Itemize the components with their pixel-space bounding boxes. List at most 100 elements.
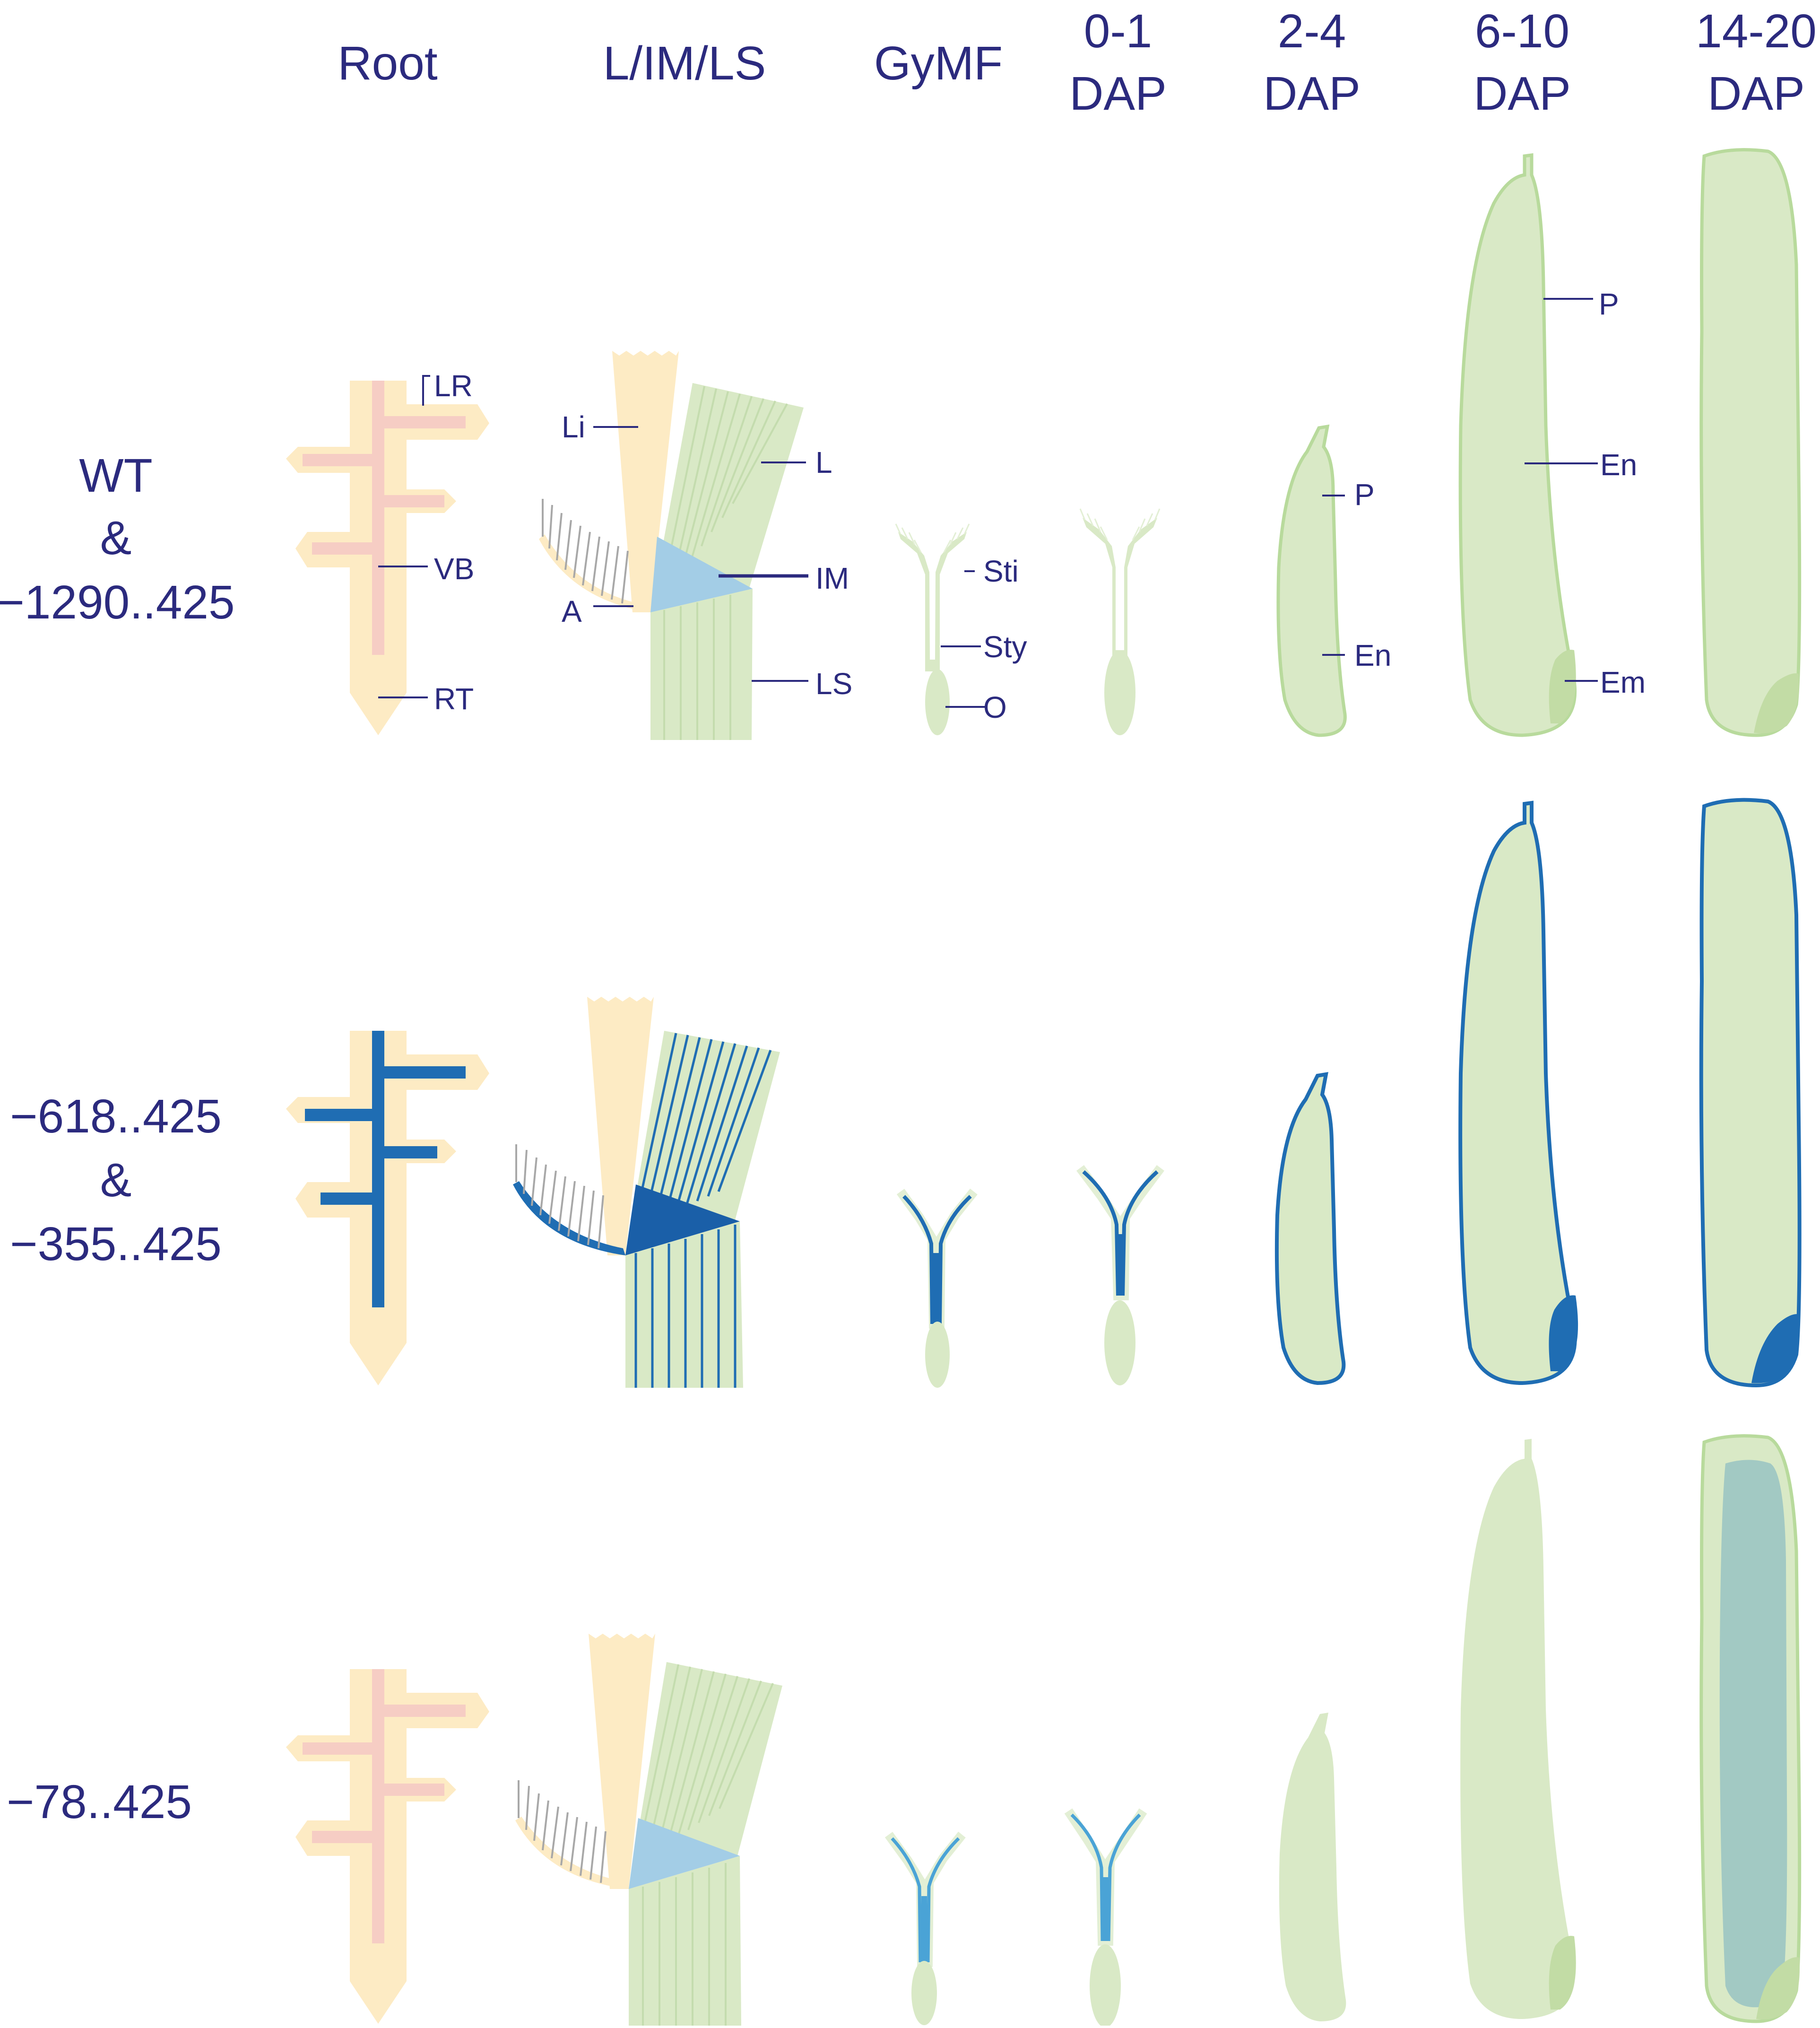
embryo (1549, 650, 1576, 723)
dap14-20-row3 (1699, 1434, 1802, 2023)
embryo-gus (1751, 1314, 1800, 1384)
sheath-veins (642, 1863, 727, 2026)
root-vascular-bundle (303, 381, 466, 655)
ovary (1090, 1944, 1121, 2028)
root-leader-lines (378, 375, 430, 698)
root-body (286, 1031, 489, 1385)
stigma-feathers (1079, 508, 1161, 540)
root-row3 (286, 1669, 489, 2024)
label-endosperm: En (1600, 448, 1637, 482)
root-annotations: LR VB RT (434, 369, 474, 716)
ovary (1104, 650, 1135, 735)
stigma-feathers (895, 523, 970, 553)
gymf-leader-lines (941, 570, 986, 708)
ligule (587, 997, 654, 1255)
dap2-4-row3 (1279, 1713, 1346, 2021)
row-label-618-line3: −355..425 (10, 1218, 222, 1271)
header-6-10-dap: DAP (1473, 67, 1571, 120)
seed-annotations: P En Em (1599, 287, 1646, 699)
dap14-20-row1 (1699, 148, 1802, 737)
auricle (539, 534, 650, 612)
dap2-4-row2 (1274, 1072, 1346, 1385)
label-endosperm: En (1354, 638, 1391, 672)
seed-outline-gus (1274, 1072, 1346, 1385)
header-flower: GyMF (874, 37, 1003, 90)
embryo (1756, 1957, 1800, 2019)
label-pericarp: P (1599, 287, 1619, 321)
dap6-10-row2 (1458, 801, 1578, 1385)
label-rt: RT (434, 682, 474, 716)
label-ls: LS (815, 667, 852, 701)
header-0-1: 0-1 (1084, 5, 1153, 58)
ovary (911, 1961, 937, 2025)
dap0-1-row1 (1079, 508, 1161, 735)
ligule (589, 1634, 655, 1889)
dap2-4-row1: P En (1276, 424, 1391, 737)
ligule (612, 351, 679, 612)
auricle-hairs (542, 499, 629, 604)
leaf-junction-row1: Li L IM A LS (539, 351, 852, 740)
seed-leader-lines (1525, 298, 1598, 682)
auricle-hairs (515, 1144, 604, 1249)
dap0-1-row2 (1076, 1165, 1164, 1385)
row-label-618-line1: −618..425 (10, 1090, 222, 1143)
dap6-10-row1: P En Em (1458, 153, 1646, 737)
root-row2 (286, 1031, 489, 1385)
leaf-sheath (629, 1856, 741, 2026)
gymf-row1: Sti Sty O (895, 523, 1027, 735)
label-lr: LR (434, 369, 473, 403)
label-li: Li (562, 410, 585, 444)
embryo-gus (1549, 1295, 1578, 1371)
seed-outline (1460, 1439, 1575, 2019)
header-6-10: 6-10 (1475, 5, 1569, 58)
embryo (1754, 673, 1799, 733)
stigma-style-gus (1082, 1170, 1159, 1296)
row-label-wt-line2: & (100, 512, 132, 565)
gymf-row2 (896, 1188, 978, 1388)
root-vascular-bundle (303, 1669, 466, 1943)
leaf-sheath (650, 589, 753, 740)
label-a: A (562, 594, 582, 628)
sheath-veins-gus (634, 1225, 737, 1388)
label-sty: Sty (983, 630, 1027, 664)
endosperm-gus (1719, 1460, 1787, 2008)
leaf-veins-gus (632, 1033, 772, 1230)
row-label-wt-line3: −1290..425 (0, 576, 235, 629)
leaf-leader-lines (593, 426, 808, 682)
stigma-style-light-gus (891, 1837, 960, 1963)
gymf-annotations: Sti Sty O (983, 554, 1027, 724)
stigma-style (1083, 518, 1157, 662)
row-label-618-line2: & (100, 1154, 132, 1207)
leaf-annotations: Li L IM A LS (562, 410, 852, 701)
header-leaf: L/IM/LS (603, 37, 766, 90)
row-label-78-line1: −78..425 (7, 1776, 192, 1828)
row-labels: WT & −1290..425 −618..425 & −355..425 −7… (0, 449, 235, 1828)
dap0-1-row3 (1064, 1808, 1147, 2028)
stigma-style-gus (902, 1195, 972, 1324)
seed-annotations: P En (1354, 478, 1391, 672)
seed-outline-gus (1699, 798, 1802, 1388)
stigma-style-light-gus (1070, 1813, 1141, 1941)
header-14-20-dap: DAP (1707, 67, 1805, 120)
seed-outline (1699, 148, 1802, 737)
label-im: IM (815, 561, 849, 595)
intercalary-meristem-gus (625, 1184, 740, 1255)
seed-leader-lines (1322, 495, 1345, 656)
leaf-junction-row2 (513, 997, 780, 1388)
leaf-junction-row3 (515, 1634, 782, 2026)
header-0-1-dap: DAP (1069, 67, 1167, 120)
ovary (1104, 1300, 1135, 1385)
seed-outline (1279, 1713, 1346, 2021)
dap6-10-row3 (1460, 1439, 1576, 2019)
sheath-veins (663, 595, 731, 740)
gymf-row3 (884, 1831, 966, 2025)
header-2-4-dap: DAP (1263, 67, 1361, 120)
intercalary-meristem (650, 537, 753, 612)
header-root: Root (338, 37, 437, 90)
embryo (1549, 1936, 1576, 2010)
header-14-20: 14-20 (1696, 5, 1817, 58)
auricle-hairs (518, 1780, 607, 1883)
ovary (925, 1322, 950, 1388)
stigma-style (898, 532, 967, 671)
